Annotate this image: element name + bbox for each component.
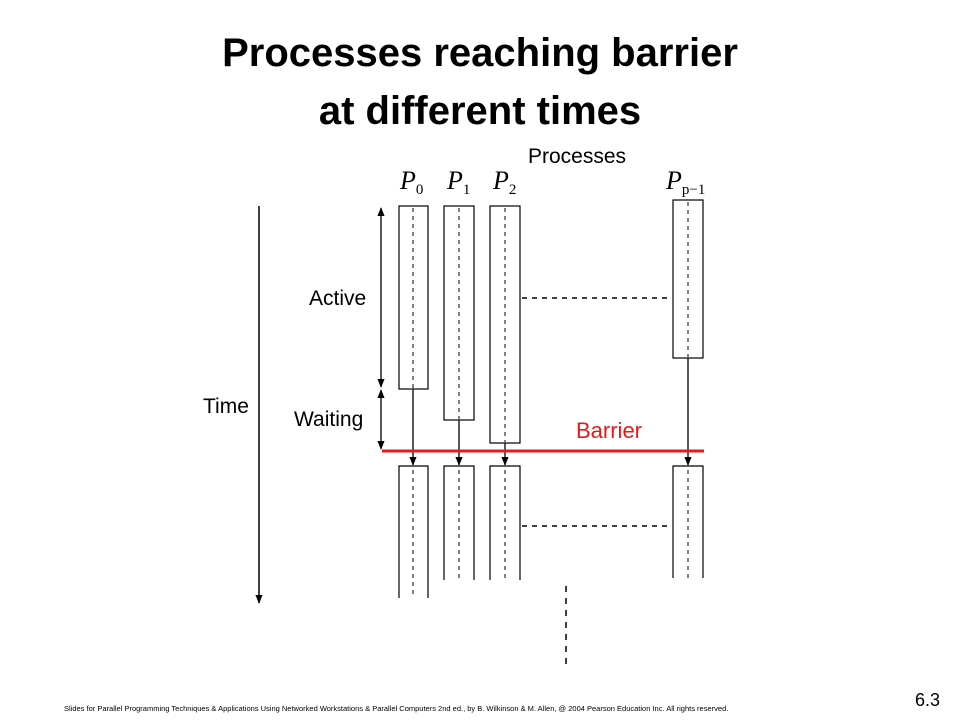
slide-number: 6.3 (915, 690, 941, 710)
process-label-pp-1: Pp−1 (665, 166, 705, 198)
process-label-p0: P0 (399, 166, 423, 198)
process-p2-after-box (489, 465, 521, 580)
process-p0-after-box (398, 465, 429, 598)
active-label: Active (309, 287, 366, 310)
process-label-p2: P2 (492, 166, 516, 198)
waiting-label: Waiting (294, 408, 363, 431)
slide-title-line1: Processes reaching barrier (222, 31, 738, 75)
process-pp-1-after-box (672, 465, 704, 578)
process-pp-1-active-box (672, 199, 704, 359)
process-label-p1: P1 (446, 166, 470, 198)
slide-title-line2: at different times (318, 89, 642, 133)
processes-label: Processes (528, 145, 626, 168)
barrier-label: Barrier (576, 418, 642, 443)
time-label: Time (203, 395, 249, 418)
slide-footer-credit: Slides for Parallel Programming Techniqu… (64, 704, 729, 713)
process-p1-after-box (443, 465, 475, 580)
